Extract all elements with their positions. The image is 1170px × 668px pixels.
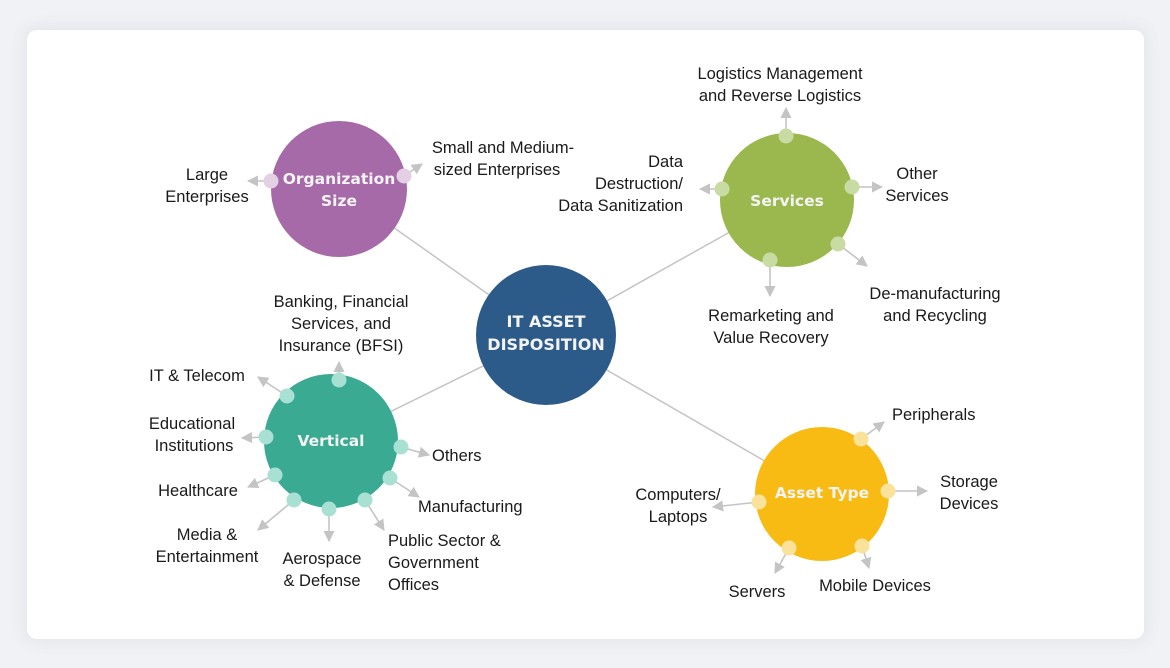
spoke-dot xyxy=(393,439,409,455)
item-label: Aerospace& Defense xyxy=(283,550,362,590)
spoke-dot xyxy=(258,429,274,445)
item-label: Healthcare xyxy=(158,482,238,500)
hub-title-line-1: Vertical xyxy=(298,432,365,450)
spoke-dot xyxy=(279,388,295,404)
spoke-dot xyxy=(830,236,846,252)
hub-title-line-1: Asset Type xyxy=(775,484,869,502)
item-label: Peripherals xyxy=(892,406,975,424)
spoke-dot xyxy=(762,252,778,268)
hub-title-line-1: Services xyxy=(750,192,824,210)
hub-circle xyxy=(271,121,407,257)
spoke-dot xyxy=(382,470,398,486)
spoke-dot xyxy=(357,492,373,508)
spoke-arrow xyxy=(711,500,760,512)
hub-title-line-1: Organization xyxy=(283,170,396,188)
spoke-dot xyxy=(854,538,870,554)
item-label: Others xyxy=(432,447,482,465)
center-circle xyxy=(476,265,616,405)
spoke-dot xyxy=(853,431,869,447)
item-label: IT & Telecom xyxy=(149,367,245,385)
hub-circle xyxy=(264,374,398,508)
spoke-dot xyxy=(880,483,896,499)
spoke-arrow xyxy=(257,499,295,531)
spoke-dot xyxy=(286,492,302,508)
spoke-dot xyxy=(781,540,797,556)
item-label: Small and Medium-sized Enterprises xyxy=(432,139,574,179)
spoke-dot xyxy=(396,168,412,184)
center-node: IT ASSET DISPOSITION xyxy=(476,265,616,405)
center-title-line-1: IT ASSET xyxy=(507,312,586,331)
spoke-dot xyxy=(321,501,337,517)
spoke-dot xyxy=(844,179,860,195)
spoke-dot xyxy=(714,181,730,197)
hub-circle xyxy=(720,133,854,267)
spoke-dot xyxy=(331,372,347,388)
spoke-dot xyxy=(267,467,283,483)
hub-circle xyxy=(755,427,889,561)
spoke-dot xyxy=(778,128,794,144)
item-label: Servers xyxy=(729,583,786,601)
item-label: Mobile Devices xyxy=(819,577,931,595)
hub-title-line-2: Size xyxy=(321,192,357,210)
item-label: Computers/Laptops xyxy=(635,486,721,526)
item-label: Manufacturing xyxy=(418,498,523,516)
item-label: Media &Entertainment xyxy=(156,526,259,566)
center-title-line-2: DISPOSITION xyxy=(487,335,604,354)
spoke-dot xyxy=(751,494,767,510)
spoke-dot xyxy=(263,173,279,189)
